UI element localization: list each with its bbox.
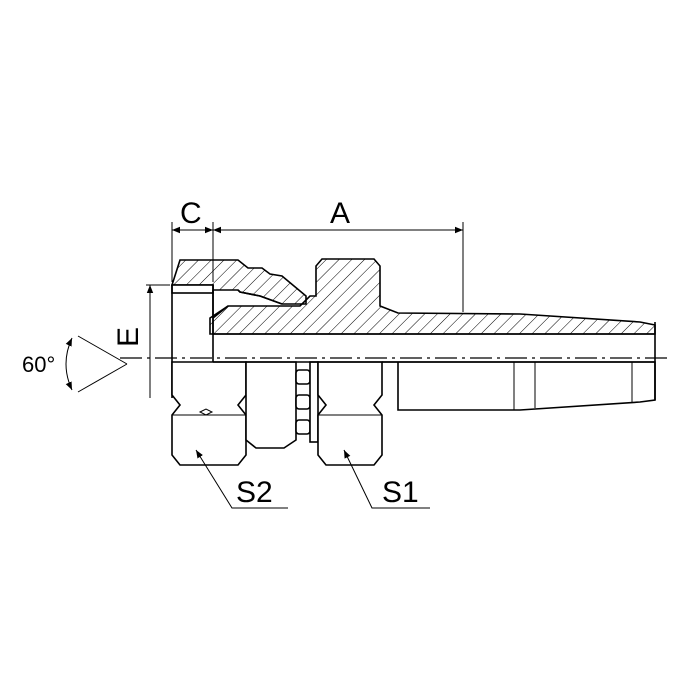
pin-2 <box>295 394 311 410</box>
label-a: A <box>330 197 350 230</box>
nut-face <box>171 284 214 294</box>
nut-s1 <box>317 361 383 466</box>
leader-s2 <box>195 449 288 509</box>
angle-lines <box>77 335 128 393</box>
label-c: C <box>180 197 202 230</box>
label-e: E <box>112 327 145 347</box>
label-s2: S2 <box>236 476 273 509</box>
collar <box>309 361 319 443</box>
pin-1 <box>295 369 311 385</box>
pin-3 <box>295 419 311 435</box>
dimensions <box>65 222 464 509</box>
leader-s1 <box>343 449 430 509</box>
label-s1: S1 <box>382 476 419 509</box>
exterior-view <box>171 322 656 466</box>
angle-arc <box>65 337 73 391</box>
nut-s2-dot <box>198 408 214 416</box>
tail <box>382 361 656 411</box>
swivel-nut-section <box>170 259 307 305</box>
label-angle: 60° <box>22 352 55 377</box>
body-section <box>209 258 656 335</box>
neck <box>245 361 297 449</box>
